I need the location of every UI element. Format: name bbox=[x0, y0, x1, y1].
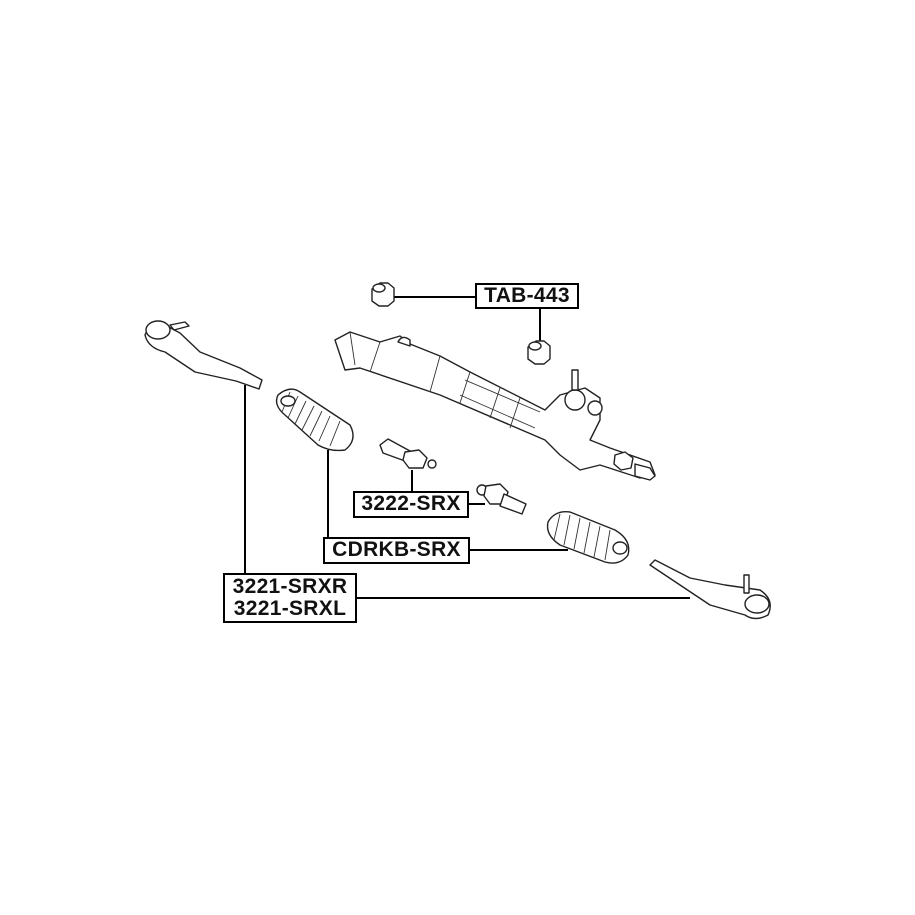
left-boot-part bbox=[275, 388, 354, 452]
inner-tie-rod-upper-part bbox=[379, 438, 437, 469]
steering-rack-part bbox=[334, 331, 656, 481]
lower-bushing-part bbox=[527, 340, 551, 365]
right-boot-part bbox=[546, 511, 630, 564]
label-3222-srx: 3222-SRX bbox=[353, 491, 469, 518]
label-3221-srxl: 3221-SRXL bbox=[233, 597, 347, 620]
inner-tie-rod-lower-part bbox=[476, 483, 527, 515]
right-tie-rod-end-part bbox=[649, 559, 771, 620]
upper-bushing-part bbox=[371, 282, 395, 307]
label-3221-srxr: 3221-SRXR bbox=[232, 575, 348, 598]
label-3221-srx: 3221-SRXR 3221-SRXL bbox=[223, 573, 357, 623]
left-tie-rod-end-part bbox=[144, 320, 263, 390]
label-cdrkb-srx: CDRKB-SRX bbox=[323, 537, 470, 564]
leader-cdrkb-left bbox=[324, 450, 329, 551]
label-tab-443: TAB-443 bbox=[475, 283, 579, 309]
